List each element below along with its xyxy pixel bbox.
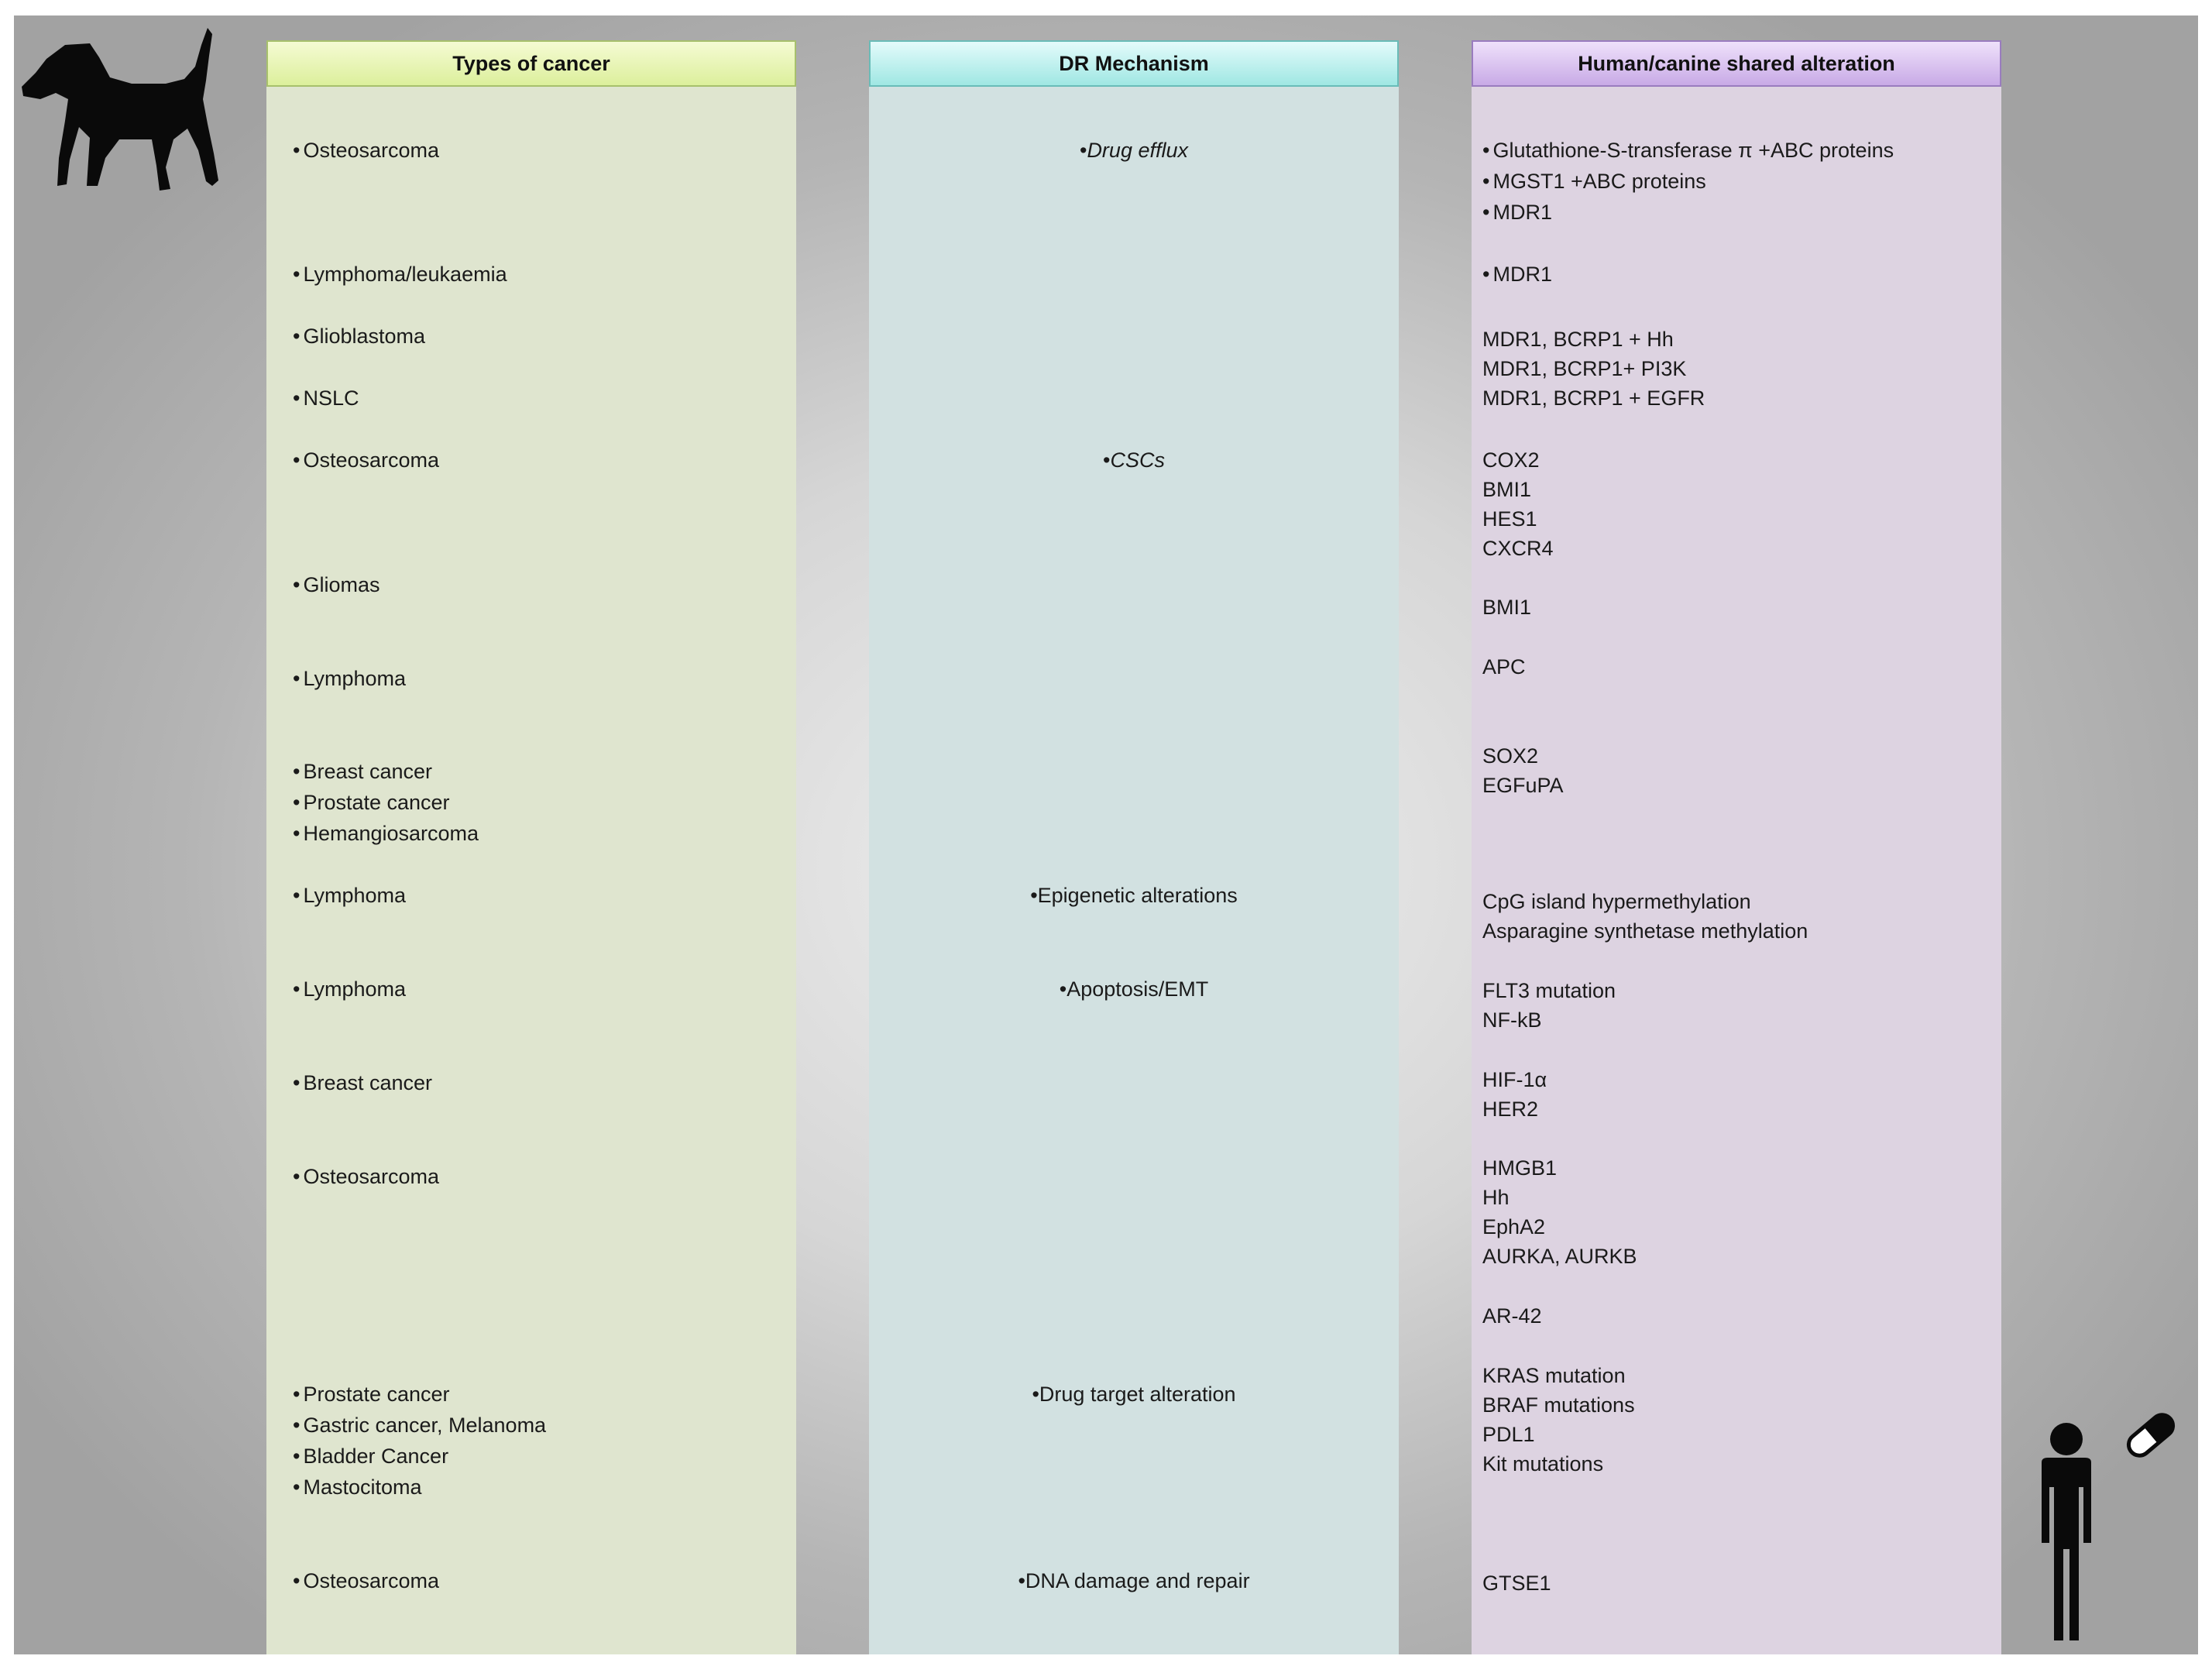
cancer-type-item: •Lymphoma xyxy=(293,977,407,1001)
alteration-item: •Glutathione-S-transferase π +ABC protei… xyxy=(1482,139,1894,162)
mechanism-epigenetic: •Epigenetic alterations xyxy=(1030,884,1238,907)
alteration-item: CpG island hypermethylation xyxy=(1482,890,1751,913)
alteration-item: AR-42 xyxy=(1482,1304,1542,1328)
alteration-item: HIF-1α xyxy=(1482,1068,1547,1091)
alteration-item: EGFuPA xyxy=(1482,774,1564,797)
cancer-type-item: •Prostate cancer xyxy=(293,791,450,814)
alteration-item: HES1 xyxy=(1482,507,1537,531)
alteration-item: •MDR1 xyxy=(1482,263,1552,286)
alteration-item: BRAF mutations xyxy=(1482,1393,1635,1417)
mechanism-cscs: •CSCs xyxy=(1103,448,1165,472)
cancer-type-item: •Breast cancer xyxy=(293,760,433,783)
alteration-item: PDL1 xyxy=(1482,1423,1535,1446)
alteration-item: COX2 xyxy=(1482,448,1540,472)
cancer-type-item: •Lymphoma xyxy=(293,884,407,907)
alteration-item: FLT3 mutation xyxy=(1482,979,1616,1002)
alteration-item: HMGB1 xyxy=(1482,1156,1558,1180)
alteration-item: CXCR4 xyxy=(1482,537,1554,560)
alteration-item: Asparagine synthetase methylation xyxy=(1482,919,1808,943)
dr-mechanism-header: DR Mechanism xyxy=(869,40,1399,87)
cancer-type-item: •Osteosarcoma xyxy=(293,1569,440,1592)
alteration-item: NF-kB xyxy=(1482,1008,1542,1032)
alteration-item: Hh xyxy=(1482,1186,1510,1209)
cancer-type-item: •Mastocitoma xyxy=(293,1475,422,1499)
alteration-item: MDR1, BCRP1 + Hh xyxy=(1482,328,1674,351)
mechanism-drug-target: •Drug target alteration xyxy=(1032,1383,1236,1406)
dog-silhouette-icon xyxy=(22,28,218,191)
alteration-item: APC xyxy=(1482,655,1526,678)
mechanism-drug-efflux: •Drug efflux xyxy=(1079,139,1188,162)
cancer-type-item: •Lymphoma/leukaemia xyxy=(293,263,507,286)
shared-alteration-body xyxy=(1472,87,2001,1654)
cancer-type-item: •Osteosarcoma xyxy=(293,1165,440,1188)
alteration-item: EphA2 xyxy=(1482,1215,1546,1238)
alteration-item: BMI1 xyxy=(1482,596,1532,619)
cancer-type-item: •Gastric cancer, Melanoma xyxy=(293,1414,547,1437)
cancer-type-item: •NSLC xyxy=(293,386,359,410)
alteration-item: •MDR1 xyxy=(1482,201,1552,224)
alteration-item: AURKA, AURKB xyxy=(1482,1245,1637,1268)
alteration-item: •MGST1 +ABC proteins xyxy=(1482,170,1706,193)
alteration-item: MDR1, BCRP1+ PI3K xyxy=(1482,357,1687,380)
alteration-item: HER2 xyxy=(1482,1098,1539,1121)
dr-mechanism-body xyxy=(869,87,1399,1654)
pill-icon xyxy=(2126,1413,2176,1458)
cancer-type-item: •Bladder Cancer xyxy=(293,1445,449,1468)
cancer-type-item: •Hemangiosarcoma xyxy=(293,822,479,845)
cancer-type-item: •Breast cancer xyxy=(293,1071,433,1094)
alteration-item: BMI1 xyxy=(1482,478,1532,501)
mechanism-apoptosis-emt: •Apoptosis/EMT xyxy=(1059,977,1209,1001)
cancer-type-item: •Lymphoma xyxy=(293,667,407,690)
cancer-type-item: •Osteosarcoma xyxy=(293,448,440,472)
mechanism-dna-damage: •DNA damage and repair xyxy=(1018,1569,1250,1592)
alteration-item: Kit mutations xyxy=(1482,1452,1604,1475)
types-of-cancer-body xyxy=(266,87,796,1654)
cancer-type-item: •Osteosarcoma xyxy=(293,139,440,162)
alteration-item: GTSE1 xyxy=(1482,1572,1551,1595)
alteration-item: MDR1, BCRP1 + EGFR xyxy=(1482,386,1705,410)
cancer-type-item: •Prostate cancer xyxy=(293,1383,450,1406)
diagram-background: Types of cancer •Osteosarcoma •Lymphoma/… xyxy=(14,15,2198,1654)
alteration-item: SOX2 xyxy=(1482,744,1539,768)
human-silhouette-icon xyxy=(2042,1423,2091,1640)
shared-alteration-column: Human/canine shared alteration •Glutathi… xyxy=(1472,40,2001,1654)
types-of-cancer-header: Types of cancer xyxy=(266,40,796,87)
cancer-type-item: •Glioblastoma xyxy=(293,325,426,348)
dr-mechanism-column: DR Mechanism •Drug efflux •CSCs •Epigene… xyxy=(869,40,1399,1654)
alteration-item: KRAS mutation xyxy=(1482,1364,1626,1387)
cancer-type-item: •Gliomas xyxy=(293,573,380,596)
types-of-cancer-column: Types of cancer •Osteosarcoma •Lymphoma/… xyxy=(266,40,796,1654)
shared-alteration-header: Human/canine shared alteration xyxy=(1472,40,2001,87)
